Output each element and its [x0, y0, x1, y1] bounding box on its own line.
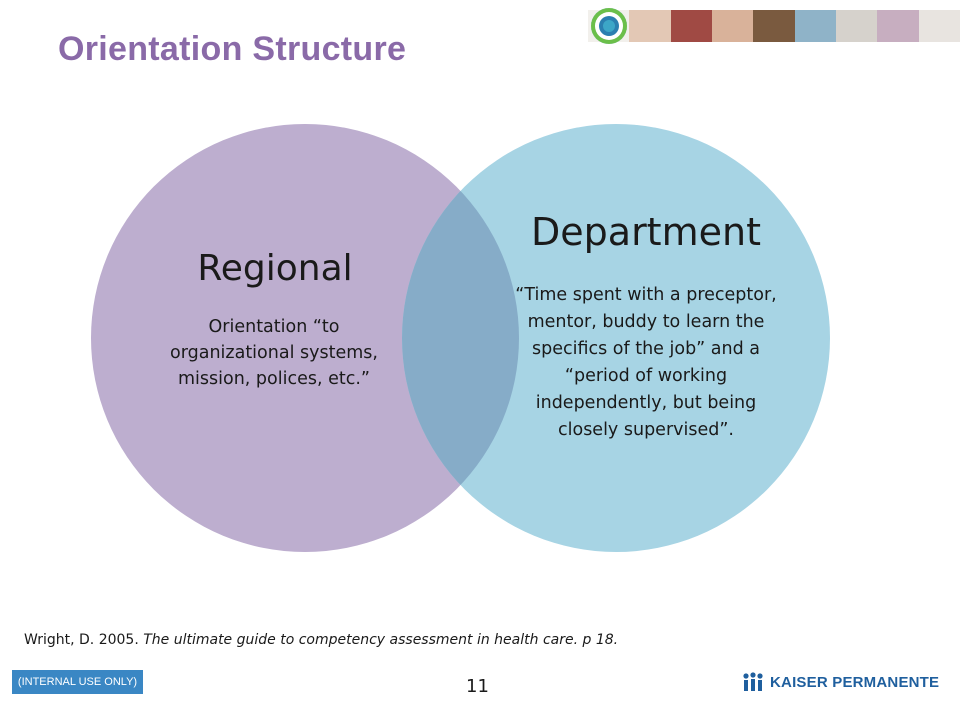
regional-circle: [91, 124, 519, 552]
page-number: 11: [466, 676, 489, 697]
citation: Wright, D. 2005. The ultimate guide to c…: [24, 632, 618, 648]
department-heading: Department: [531, 210, 761, 254]
circular-emblem-icon: [591, 8, 627, 44]
slide-title: Orientation Structure: [58, 30, 407, 68]
citation-work: The ultimate guide to competency assessm…: [143, 632, 619, 648]
kaiser-permanente-logo: KAISER PERMANENTE: [742, 672, 939, 692]
kaiser-permanente-wordmark: KAISER PERMANENTE: [770, 673, 940, 691]
department-circle: [402, 124, 830, 552]
internal-use-badge: (INTERNAL USE ONLY): [12, 670, 143, 694]
citation-author: Wright, D. 2005.: [24, 632, 144, 648]
department-description: “Time spent with a preceptor, mentor, bu…: [515, 285, 777, 440]
regional-description: Orientation “to organizational systems, …: [170, 317, 378, 389]
regional-heading: Regional: [197, 248, 353, 289]
kaiser-permanente-logo-icon: [743, 672, 763, 691]
